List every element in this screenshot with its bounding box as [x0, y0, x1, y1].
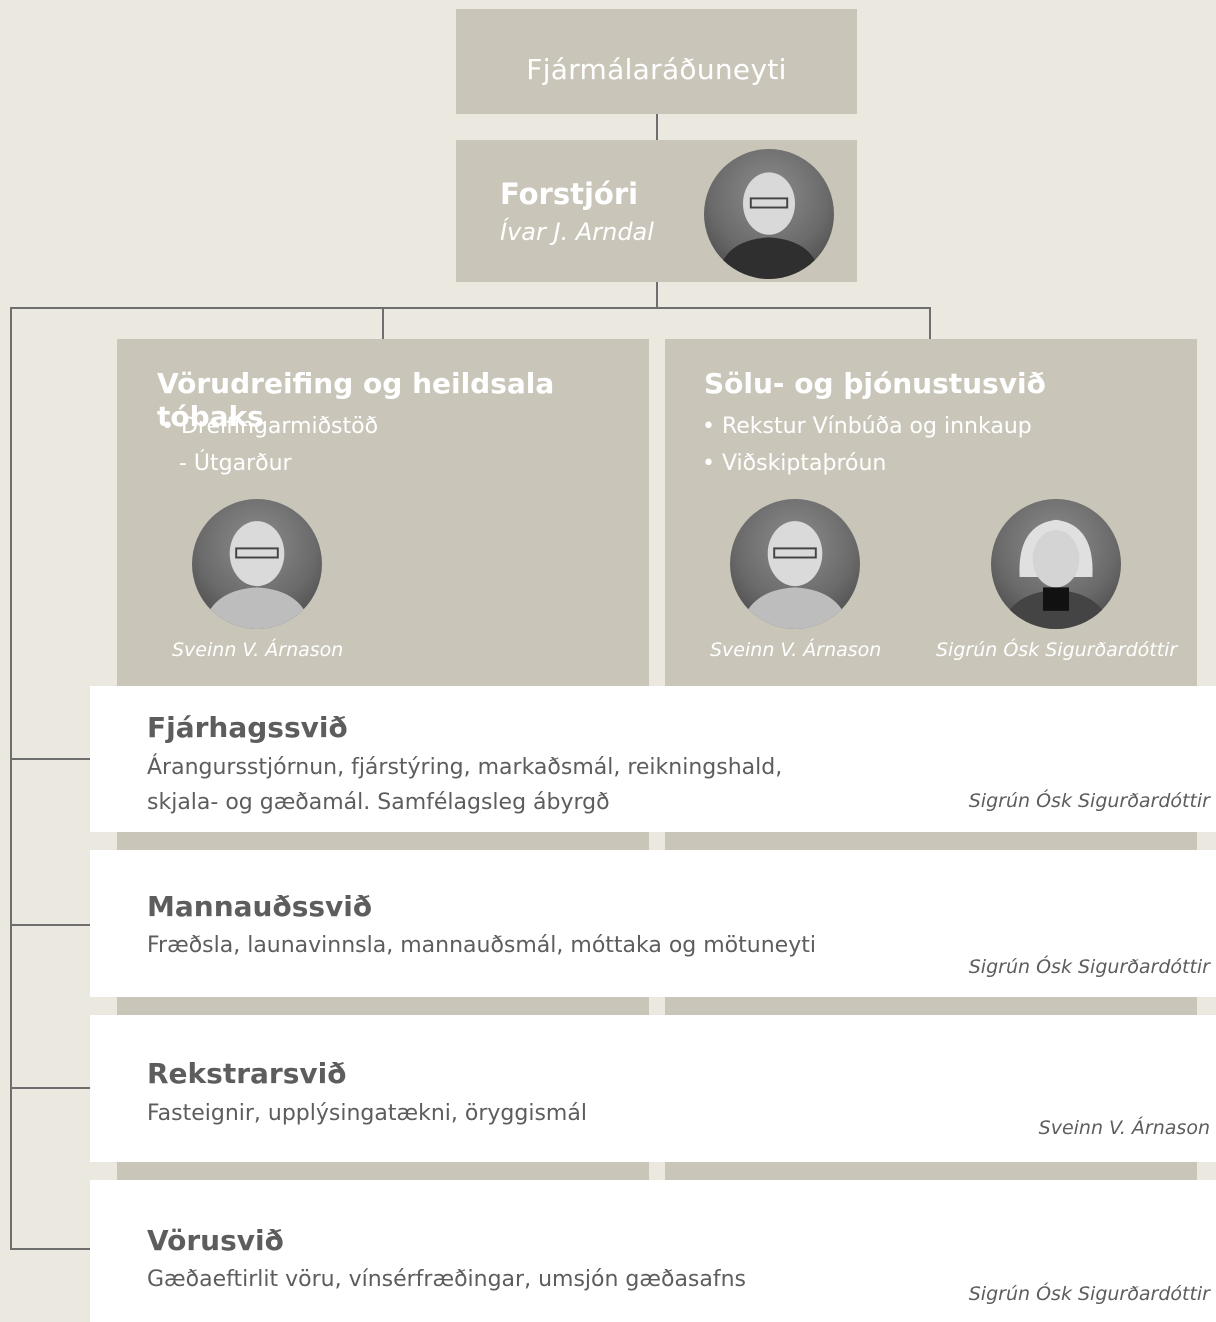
department-title: Vörusvið: [147, 1224, 284, 1257]
connector-ceo-down: [656, 282, 658, 308]
department-description-line: Fasteignir, upplýsingatækni, öryggismál: [147, 1101, 587, 1126]
connector-dept-3: [10, 1087, 90, 1089]
column-stub: [117, 832, 649, 850]
department-description: Fræðsla, launavinnsla, mannauðsmál, mótt…: [147, 928, 847, 963]
department-description-line: Fræðsla, launavinnsla, mannauðsmál, mótt…: [147, 933, 816, 958]
division-item: • Viðskiptaþróun: [702, 451, 887, 476]
person-silhouette-icon: [202, 521, 312, 629]
column-stub: [665, 832, 1197, 850]
division-box-sales: Sölu- og þjónustusvið • Rekstur Vínbúða …: [665, 339, 1197, 687]
ministry-box: Fjármálaráðuneyti: [456, 9, 857, 114]
person-photo: [192, 499, 322, 629]
department-person: Sveinn V. Árnason: [1038, 1117, 1210, 1139]
person-name: Sveinn V. Árnason: [172, 639, 344, 661]
person-name: Sigrún Ósk Sigurðardóttir: [936, 639, 1178, 661]
department-description: Árangursstjórnun, fjárstýring, markaðsmá…: [147, 750, 847, 820]
department-description-line: Gæðaeftirlit vöru, vínsérfræðingar, umsj…: [147, 1267, 747, 1292]
connector-left-spine: [10, 307, 12, 1250]
column-stub: [665, 997, 1197, 1015]
department-box-operations: Rekstrarsvið Fasteignir, upplýsingatækni…: [90, 1015, 1216, 1162]
division-title: Vörudreifing og heildsala tóbaks: [157, 367, 555, 433]
department-description-line: Árangursstjórnun, fjárstýring, markaðsmá…: [147, 755, 783, 780]
department-description-line: skjala- og gæðamál. Samfélagsleg ábyrgð: [147, 790, 610, 815]
department-title: Mannauðssvið: [147, 890, 373, 923]
column-stub: [665, 1162, 1197, 1180]
ceo-box: Forstjóri Ívar J. Arndal: [456, 140, 857, 282]
department-person: Sigrún Ósk Sigurðardóttir: [968, 1283, 1210, 1305]
department-title: Fjárhagssvið: [147, 711, 348, 744]
department-person: Sigrún Ósk Sigurðardóttir: [968, 956, 1210, 978]
division-item: • Rekstur Vínbúða og innkaup: [702, 414, 1032, 439]
division-title: Sölu- og þjónustusvið: [704, 367, 1046, 400]
person-silhouette-icon: [1001, 519, 1111, 629]
connector-dept-4: [10, 1248, 90, 1250]
connector-division-left: [382, 307, 384, 339]
person-photo: [991, 499, 1121, 629]
department-box-hr: Mannauðssvið Fræðsla, launavinnsla, mann…: [90, 850, 1216, 997]
ceo-name: Ívar J. Arndal: [500, 218, 654, 246]
department-box-products: Vörusvið Gæðaeftirlit vöru, vínsérfræðin…: [90, 1180, 1216, 1322]
column-stub: [117, 997, 649, 1015]
department-description: Fasteignir, upplýsingatækni, öryggismál: [147, 1096, 847, 1131]
person-silhouette-icon: [717, 172, 821, 279]
connector-horizontal-top: [10, 307, 931, 309]
department-box-finance: Fjárhagssvið Árangursstjórnun, fjárstýri…: [90, 686, 1216, 832]
division-item: - Útgarður: [179, 451, 292, 476]
ceo-photo: [704, 149, 834, 279]
person-photo: [730, 499, 860, 629]
ceo-title: Forstjóri: [500, 177, 639, 211]
division-item: • Dreifingarmiðstöð: [161, 414, 379, 439]
person-silhouette-icon: [740, 521, 850, 629]
person-name: Sveinn V. Árnason: [710, 639, 882, 661]
department-description: Gæðaeftirlit vöru, vínsérfræðingar, umsj…: [147, 1262, 847, 1297]
division-box-distribution: Vörudreifing og heildsala tóbaks • Dreif…: [117, 339, 649, 687]
column-stub: [117, 1162, 649, 1180]
department-person: Sigrún Ósk Sigurðardóttir: [968, 790, 1210, 812]
connector-ministry-ceo: [656, 114, 658, 140]
ministry-label: Fjármálaráðuneyti: [526, 53, 787, 86]
connector-division-right: [929, 307, 931, 339]
department-title: Rekstrarsvið: [147, 1057, 347, 1090]
connector-dept-1: [10, 758, 90, 760]
connector-dept-2: [10, 924, 90, 926]
